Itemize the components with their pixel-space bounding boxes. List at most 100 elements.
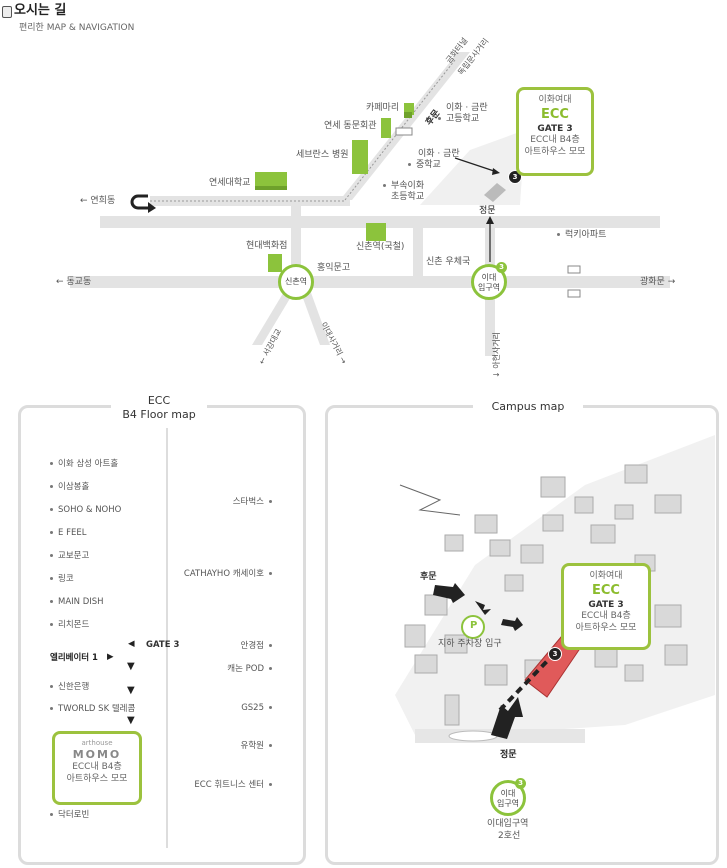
campus-station-line2: 입구역 [496,799,520,808]
momo-line3: ECC내 B4층 [72,762,122,773]
label-lucky-apt: 럭키아파트 [557,231,606,240]
floor-item-left-1: 이삼봉홀 [50,483,89,492]
label-yonsei: 연세대학교 [209,178,251,188]
ecc-box-line3: GATE 3 [537,123,573,134]
campus-map-title: Campus map [473,400,583,414]
campus-station-line1: 이대 [500,789,516,798]
ecc-box-line4: ECC내 B4층 [530,135,580,146]
label-ahyeon: ↓ 아현사거리 [492,331,501,378]
campus-ecc-line2: ECC [592,582,620,598]
floor-map-title-2: B4 Floor map [122,408,196,421]
parking-icon [461,615,485,639]
uturn-icon [130,194,148,210]
label-yeonhuidong: ← 연희동 [80,196,116,206]
floor-gate3: GATE 3 [146,640,180,650]
momo-line2: MOMO [72,748,122,762]
floor-item-right-4: GS25 [241,704,272,713]
arrow-jeongmun-campus [491,697,523,739]
building-severance [352,140,368,174]
floor-item-right-5: 유학원 [241,742,272,751]
page-title: 오시는 길 [14,3,67,18]
station-sinchon[interactable]: 신촌역 [278,264,314,300]
station-ewha-line1: 이대 [481,273,497,282]
floor-arrow-right-icon: ▶ [107,652,114,662]
building-sedong [381,118,391,138]
floor-item-left-4: 교보문고 [50,552,89,561]
line3-badge-area: 3 [496,262,507,273]
campus-human-label: 후문 [420,572,437,582]
label-severance: 세브란스 병원 [296,150,349,160]
floor-arrow-left-icon: ◀ [128,639,135,649]
label-donggyodong: ← 동교동 [56,277,92,287]
floor-item-right-6: ECC 휘트니스 센터 [194,781,272,790]
label-hyundai: 현대백화점 [246,241,288,251]
building-yonsei [255,172,287,190]
train-icon [395,127,413,136]
bus-icon-1 [567,265,581,274]
ecc-info-box-area: 이화여대 ECC GATE 3 ECC내 B4층 아트하우스 모모 [516,87,594,176]
road-sw-2 [300,290,330,345]
page-subtitle: 편리한 MAP & NAVIGATION [19,23,135,33]
label-ewha-ms-2: 중학교 [408,161,441,170]
label-sedong: 연세 동문회관 [324,121,377,131]
building-hyundai [268,254,282,272]
area-map-roads [70,52,670,356]
momo-line1: arthouse [81,739,113,747]
floor-item-right-1: CATHAYHO 캐세이호 [184,570,272,579]
campus-ground [395,435,715,735]
floor-map-title: ECC B4 Floor map [111,394,207,422]
ecc-box-line2: ECC [541,106,569,122]
floor-item-left-3: E FEEL [50,529,86,538]
road-vertical-1 [291,200,301,280]
campus-ecc-line5: 아트하우스 모모 [575,622,637,633]
label-ewha-hs-2: 고등학교 [438,115,479,124]
ecc-info-box-campus: 이화여대 ECC GATE 3 ECC내 B4층 아트하우스 모모 [561,563,651,650]
label-ewha-elem-2: 초등학교 [391,192,425,202]
label-hongik: 홍익문고 [317,263,351,273]
floor-item-right-2: 안경점 [241,642,272,651]
campus-station-caption1: 이대입구역 [487,819,529,829]
campus-parking-label: 지하 주차장 입구 [438,639,502,649]
floor-item-left-5: 링코 [50,575,74,584]
ecc-box-line1: 이화여대 [538,95,572,105]
floor-item-left-2: SOHO & NOHO [50,506,121,515]
arrow-route-dashed [498,653,555,712]
road-horizontal-upper [100,216,660,228]
label-ewha-hs: 이화 · 금란 [446,103,488,113]
compass-icon [399,484,461,516]
campus-ecc-line1: 이화여대 [589,571,623,581]
label-sinchon-post: 신촌 우체국 [426,257,471,267]
floor-arrow-down-icon-2: ▼ [127,685,135,696]
label-jeongmun: 정문 [479,206,496,216]
header-bullet-icon [2,6,12,18]
road-diagonal-ne [340,52,470,200]
road-sw-1 [252,290,295,345]
label-ewha-ms: 이화 · 금란 [418,149,460,159]
floor-elevator: 엘리베이터 1 [50,653,98,663]
road-horizontal-lower [70,276,670,288]
label-ewha-elem: 부속이화 [383,182,424,191]
campus-ecc-line4: ECC내 B4층 [581,611,631,622]
label-sinchon-rail: 신촌역(국철) [356,242,405,252]
gate3-badge-campus: 3 [548,647,562,661]
floor-item-left-6: MAIN DISH [50,598,104,607]
campus-ecc-line3: GATE 3 [588,599,624,610]
floor-divider [166,428,168,848]
floor-item-right-3: 캐논 POD [227,665,272,674]
floor-arrow-down-icon-1: ▼ [127,661,135,672]
ecc-box-line5: 아트하우스 모모 [524,146,586,157]
arrow-human [454,157,498,173]
road-vertical-2 [413,222,423,282]
station-sinchon-label: 신촌역 [284,277,308,286]
floor-item-left-lower-1: TWORLD SK 텔레콤 [50,705,135,714]
campus-jeongmun-label: 정문 [500,750,517,760]
road-vertical-4 [485,286,495,356]
floor-item-left-lower-0: 신한은행 [50,683,89,692]
floor-item-left-7: 리치몬드 [50,621,89,630]
label-gwanghwamun: 광화문 → [640,277,676,287]
campus-station-caption2: 2호선 [498,831,521,841]
label-cafe-mari: 카페마리 [366,103,400,113]
building-cafe-mari [404,103,414,115]
building-ecc [484,183,506,202]
floor-arrow-down-icon-3: ▼ [127,715,135,726]
